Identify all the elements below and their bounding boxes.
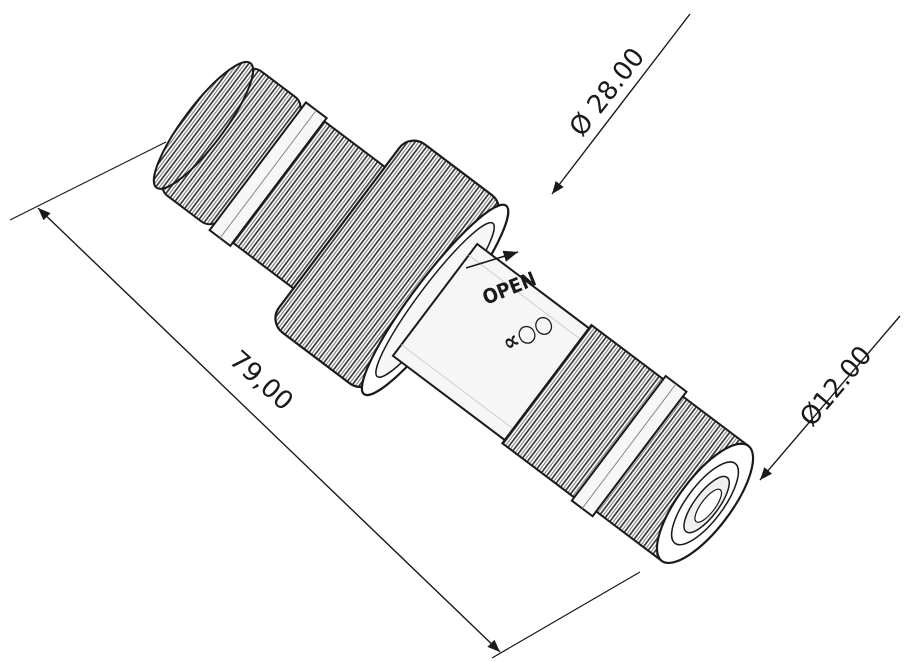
port-diameter-value: Ø12.00: [794, 341, 878, 433]
fitting-part: [152, 60, 755, 565]
length-extension-right: [491, 571, 641, 659]
port-diameter-leader: [759, 315, 901, 481]
length-extension-left: [9, 141, 167, 221]
outer-diameter-value: Ø 28.00: [564, 43, 651, 143]
outer-diameter-leader: [551, 13, 691, 195]
length-dimension-line: [37, 207, 501, 653]
port-diameter-dimension: Ø12.00: [759, 315, 901, 481]
outer-diameter-dimension: Ø 28.00: [551, 13, 691, 195]
right-end-cap: [594, 395, 755, 565]
length-value: 79,00: [223, 345, 298, 417]
